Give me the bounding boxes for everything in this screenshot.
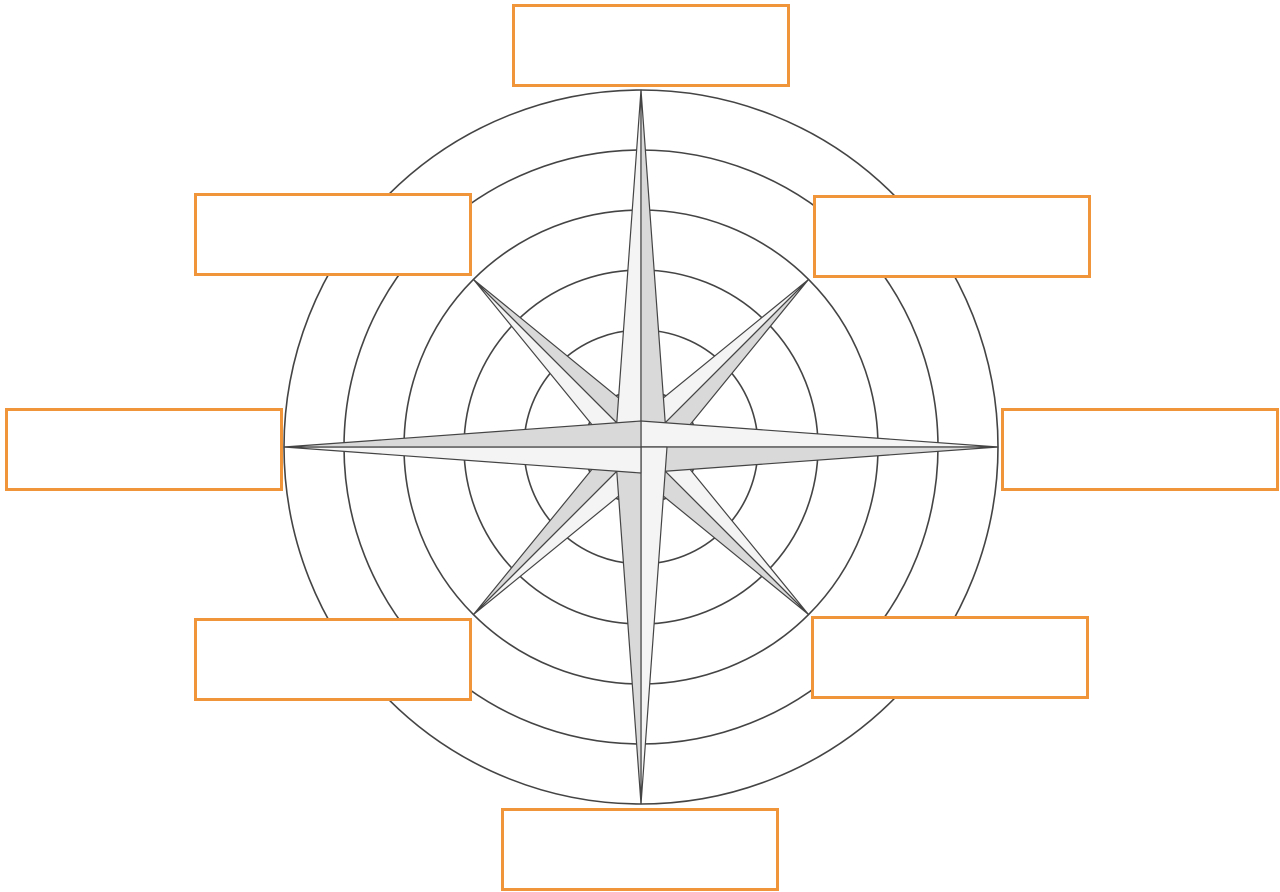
label-box-south[interactable] — [501, 808, 779, 891]
label-box-west[interactable] — [5, 408, 283, 491]
label-box-east[interactable] — [1001, 408, 1279, 491]
label-box-southwest[interactable] — [194, 618, 472, 701]
star-facet-light — [641, 447, 667, 804]
star-facet-shaded — [284, 421, 641, 447]
star-facet-light — [641, 421, 998, 447]
label-box-north[interactable] — [512, 4, 790, 87]
star-facet-shaded — [641, 447, 998, 473]
star-facet-shaded — [615, 447, 641, 804]
star-point-east — [641, 421, 998, 473]
label-box-northeast[interactable] — [813, 195, 1091, 278]
star-facet-light — [284, 447, 641, 473]
star-point-south — [615, 447, 667, 804]
label-box-northwest[interactable] — [194, 193, 472, 276]
star-facet-light — [615, 90, 641, 447]
label-box-southeast[interactable] — [811, 616, 1089, 699]
star-facet-shaded — [641, 90, 667, 447]
star-point-north — [615, 90, 667, 447]
star-point-west — [284, 421, 641, 473]
